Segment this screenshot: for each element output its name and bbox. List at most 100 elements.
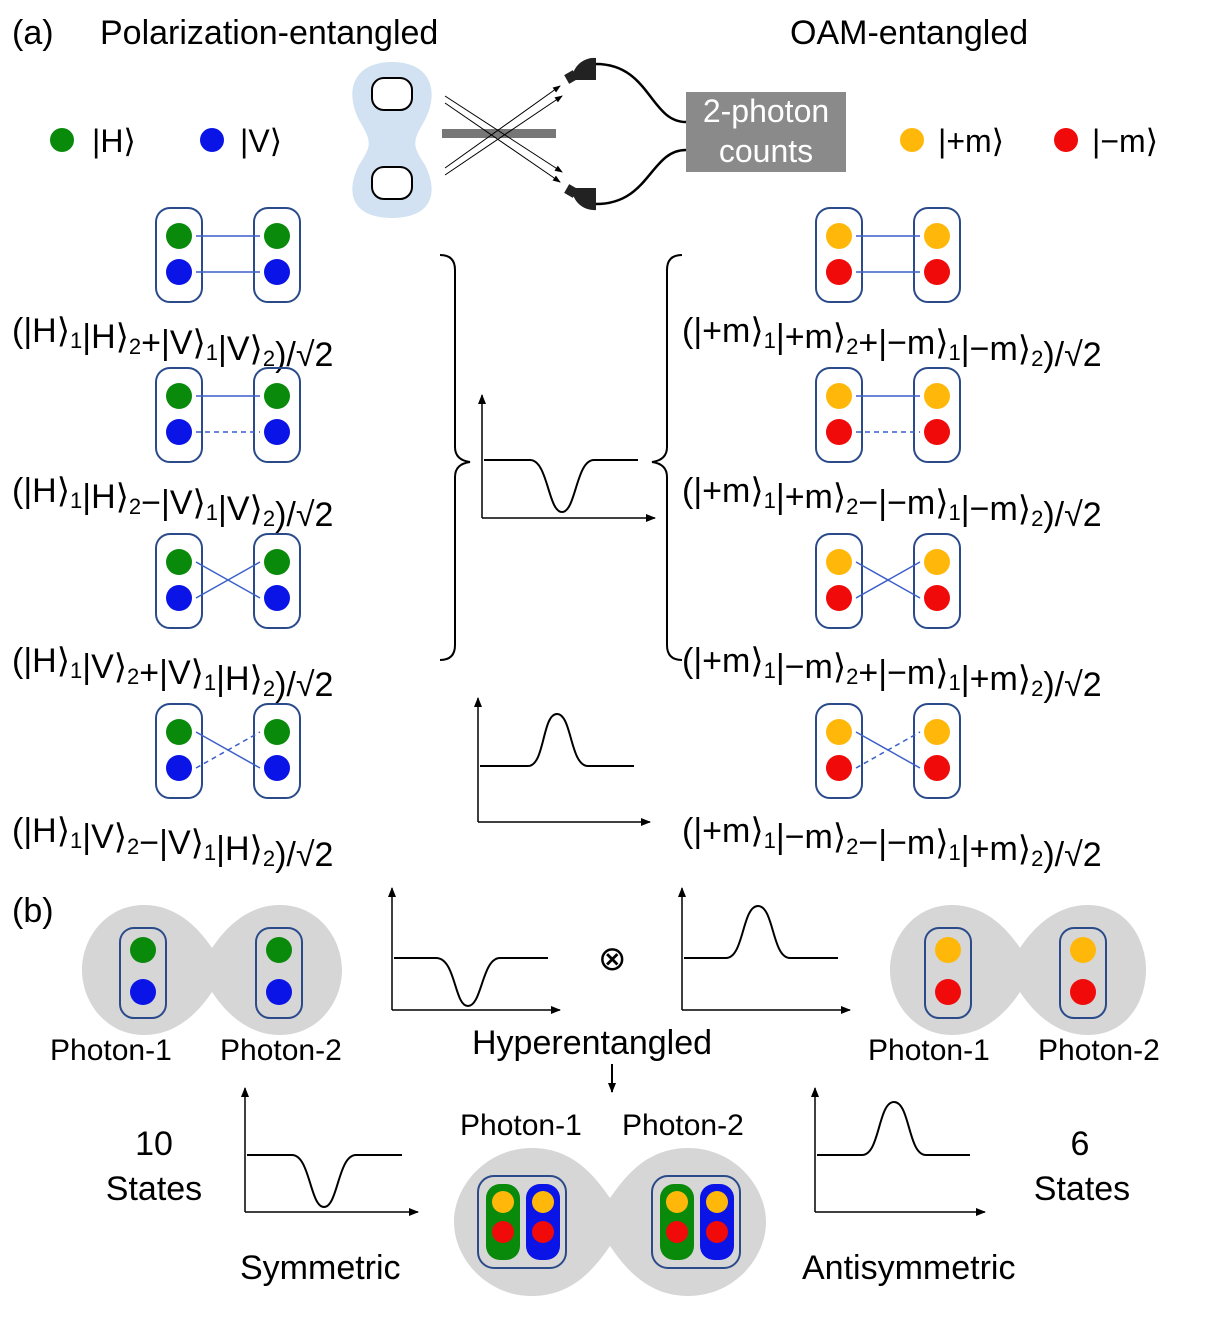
hyper-photon2-label: Photon-2 (622, 1109, 744, 1142)
right-photon2-label: Photon-2 (1038, 1034, 1160, 1067)
formula-part: )/√2 (1043, 666, 1101, 704)
mode-dot (264, 585, 290, 611)
subscript: 1 (949, 340, 961, 365)
subscript: 1 (70, 658, 82, 683)
photon1-frame (155, 367, 203, 463)
formula-part: (|H⟩ (12, 812, 70, 850)
formula-part: )/√2 (275, 666, 333, 704)
hom-dip-plot-b (388, 887, 561, 1014)
cable-top (595, 62, 687, 124)
right-brace (651, 254, 683, 661)
mode-dot (924, 719, 950, 745)
subscript: 1 (764, 828, 776, 853)
photon2-frame (913, 207, 961, 303)
mode-dot (924, 259, 950, 285)
hom-peak-plot-a (474, 697, 651, 826)
subscript: 1 (949, 500, 961, 525)
oam-state-2 (815, 367, 961, 463)
mode-dot (264, 383, 290, 409)
counter-label-line1: 2-photon (703, 93, 829, 129)
mode-dot (166, 259, 192, 285)
subscript: 2 (1031, 506, 1043, 531)
polarization-formula-2: (|H⟩1|H⟩2−|V⟩1|V⟩2)/√2 (12, 472, 333, 534)
formula-part: −|−m⟩ (858, 824, 948, 862)
subscript: 1 (949, 670, 961, 695)
mode-dot (264, 755, 290, 781)
photon1-frame (155, 533, 203, 629)
formula-part: +|V⟩ (139, 654, 204, 692)
subscript: 2 (1031, 676, 1043, 701)
subscript: 2 (129, 494, 141, 519)
legend-v-text: |V⟩ (240, 123, 282, 159)
photon-source-icon (352, 62, 432, 218)
formula-part: |−m⟩ (776, 818, 846, 856)
mode-dot (826, 383, 852, 409)
subscript: 2 (127, 664, 139, 689)
subscript: 2 (1031, 846, 1043, 871)
subscript: 2 (263, 346, 275, 371)
state-rows: (|H⟩1|H⟩2+|V⟩1|V⟩2)/√2 (|H⟩1|H⟩2−|V⟩1|V⟩2… (12, 207, 1102, 874)
subscript: 1 (70, 328, 82, 353)
hyper-photon1-label: Photon-1 (460, 1109, 582, 1142)
subscript: 1 (949, 840, 961, 865)
photon2-frame (253, 367, 301, 463)
legend-plus-m-text: |+m⟩ (938, 123, 1004, 159)
right-photon1-label: Photon-1 (868, 1034, 990, 1067)
polarization-state-1 (155, 207, 301, 303)
formula-part: |H⟩ (82, 478, 129, 516)
mode-dot (166, 549, 192, 575)
beam-splitter (442, 129, 556, 138)
correlation-line (195, 561, 261, 599)
antisymmetric-count: 6 (1071, 1125, 1090, 1163)
hyperentangled-photon-pair (454, 1148, 766, 1296)
formula-part: (|+m⟩ (682, 642, 764, 680)
oam-state-1 (815, 207, 961, 303)
formula-part: −|V⟩ (139, 824, 204, 862)
subscript: 2 (846, 834, 858, 859)
photon2-frame (253, 533, 301, 629)
mode-dot (826, 419, 852, 445)
subscript: 1 (204, 670, 216, 695)
mode-dot (166, 223, 192, 249)
oam-formula-4: (|+m⟩1|−m⟩2−|−m⟩1|+m⟩2)/√2 (682, 812, 1102, 874)
antisymmetric-states-label: States (1034, 1170, 1130, 1208)
subscript: 2 (846, 334, 858, 359)
subscript: 2 (846, 664, 858, 689)
mode-dot (826, 585, 852, 611)
formula-part: |+m⟩ (776, 478, 846, 516)
legend-h-text: |H⟩ (92, 123, 136, 159)
mode-dot (166, 755, 192, 781)
oam-formula-1: (|+m⟩1|+m⟩2+|−m⟩1|−m⟩2)/√2 (682, 312, 1102, 374)
legend-minus-m-dot (1054, 128, 1078, 152)
polarization-formula-1: (|H⟩1|H⟩2+|V⟩1|V⟩2)/√2 (12, 312, 333, 374)
mode-dot (924, 549, 950, 575)
photon2-frame (913, 367, 961, 463)
subscript: 2 (1031, 346, 1043, 371)
legend-plus-m-dot (900, 128, 924, 152)
symmetric-count: 10 (135, 1125, 173, 1163)
formula-part: −|V⟩ (141, 484, 206, 522)
mode-dot (166, 719, 192, 745)
mode-dot (166, 419, 192, 445)
formula-part: (|+m⟩ (682, 472, 764, 510)
oam-photon-pair (890, 905, 1146, 1035)
mode-dot (924, 585, 950, 611)
beam-paths (444, 85, 563, 183)
photon1-frame (815, 367, 863, 463)
hom-dip-plot-a (478, 394, 656, 522)
subscript: 2 (263, 506, 275, 531)
photon1-frame (815, 207, 863, 303)
mode-dot (166, 585, 192, 611)
formula-part: |+m⟩ (961, 660, 1031, 698)
formula-part: )/√2 (1043, 496, 1101, 534)
mode-dot (826, 549, 852, 575)
subscript: 1 (764, 328, 776, 353)
antisymmetric-peak-plot (811, 1087, 986, 1216)
subscript: 2 (263, 846, 275, 871)
detector-bottom-icon (564, 184, 596, 211)
correlation-line (855, 731, 921, 769)
mode-dot (826, 259, 852, 285)
formula-part: |−m⟩ (961, 330, 1031, 368)
